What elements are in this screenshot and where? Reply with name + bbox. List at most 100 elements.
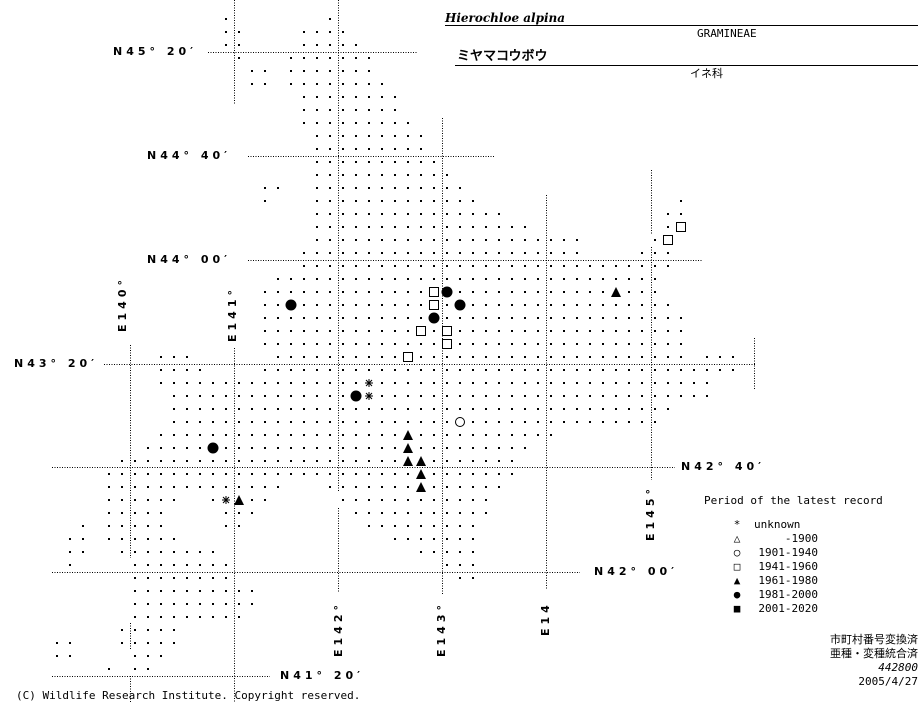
mesh-dot (368, 239, 370, 241)
mesh-dot (303, 57, 305, 59)
mesh-dot (329, 83, 331, 85)
mesh-dot (550, 265, 552, 267)
mesh-dot (264, 70, 266, 72)
mesh-dot (381, 421, 383, 423)
mesh-dot (186, 356, 188, 358)
mesh-dot (147, 512, 149, 514)
mesh-dot (264, 343, 266, 345)
mesh-dot (368, 148, 370, 150)
mesh-dot (576, 317, 578, 319)
mesh-dot (498, 226, 500, 228)
mesh-dot (498, 252, 500, 254)
mesh-dot (485, 395, 487, 397)
family-japanese: イネ科 (690, 67, 723, 80)
mesh-dot (290, 330, 292, 332)
mesh-dot (355, 109, 357, 111)
mesh-dot (420, 356, 422, 358)
mesh-dot (251, 473, 253, 475)
mesh-dot (485, 317, 487, 319)
mesh-dot (225, 18, 227, 20)
mesh-dot (251, 447, 253, 449)
mesh-dot (342, 486, 344, 488)
mesh-dot (342, 447, 344, 449)
mesh-dot (225, 486, 227, 488)
record-triangle-filled (403, 456, 413, 466)
mesh-dot (511, 369, 513, 371)
mesh-dot (264, 395, 266, 397)
mesh-dot (485, 421, 487, 423)
mesh-dot (160, 525, 162, 527)
mesh-dot (511, 460, 513, 462)
mesh-dot (277, 395, 279, 397)
mesh-dot (446, 525, 448, 527)
lat-label-n42-40: N42° 40′ (681, 460, 766, 473)
mesh-dot (290, 421, 292, 423)
mesh-dot (121, 629, 123, 631)
mesh-dot (472, 525, 474, 527)
mesh-dot (420, 291, 422, 293)
mesh-dot (290, 408, 292, 410)
mesh-dot (394, 122, 396, 124)
mesh-dot (290, 369, 292, 371)
mesh-dot (238, 447, 240, 449)
mesh-dot (303, 369, 305, 371)
mesh-dot (446, 408, 448, 410)
mesh-dot (511, 408, 513, 410)
mesh-dot (368, 473, 370, 475)
mesh-dot (459, 499, 461, 501)
mesh-dot (446, 460, 448, 462)
mesh-dot (225, 382, 227, 384)
mesh-dot (576, 395, 578, 397)
mesh-dot (355, 252, 357, 254)
mesh-dot (602, 330, 604, 332)
mesh-dot (108, 473, 110, 475)
mesh-dot (160, 512, 162, 514)
mesh-dot (277, 187, 279, 189)
mesh-dot (368, 421, 370, 423)
mesh-dot (186, 460, 188, 462)
mesh-dot (485, 330, 487, 332)
mesh-dot (277, 369, 279, 371)
record-triangle-filled (416, 482, 426, 492)
mesh-dot (342, 252, 344, 254)
mesh-dot (277, 356, 279, 358)
mesh-dot (719, 356, 721, 358)
lat-label-n41-20: N41° 20′ (280, 669, 365, 682)
mesh-dot (511, 382, 513, 384)
mesh-dot (472, 577, 474, 579)
mesh-dot (511, 226, 513, 228)
mesh-dot (173, 356, 175, 358)
mesh-dot (316, 382, 318, 384)
species-code: 442800 (878, 661, 918, 674)
mesh-dot (160, 655, 162, 657)
mesh-dot (511, 252, 513, 254)
mesh-dot (641, 291, 643, 293)
mesh-dot (186, 590, 188, 592)
mesh-dot (511, 330, 513, 332)
mesh-dot (134, 538, 136, 540)
mesh-dot (238, 57, 240, 59)
mesh-dot (225, 31, 227, 33)
mesh-dot (654, 252, 656, 254)
mesh-dot (459, 447, 461, 449)
mesh-dot (472, 330, 474, 332)
lat-label-n44-40: N44° 40′ (147, 149, 232, 162)
mesh-dot (667, 265, 669, 267)
mesh-dot (316, 278, 318, 280)
mesh-dot (355, 512, 357, 514)
mesh-dot (121, 512, 123, 514)
mesh-dot (381, 512, 383, 514)
mesh-dot (264, 317, 266, 319)
mesh-dot (576, 330, 578, 332)
mesh-dot (160, 356, 162, 358)
mesh-dot (394, 226, 396, 228)
mesh-dot (407, 213, 409, 215)
mesh-dot (186, 434, 188, 436)
mesh-dot (134, 629, 136, 631)
copyright: (C) Wildlife Research Institute. Copyrig… (16, 689, 361, 702)
mesh-dot (251, 603, 253, 605)
mesh-dot (472, 551, 474, 553)
mesh-dot (147, 486, 149, 488)
mesh-dot (680, 343, 682, 345)
mesh-dot (537, 304, 539, 306)
